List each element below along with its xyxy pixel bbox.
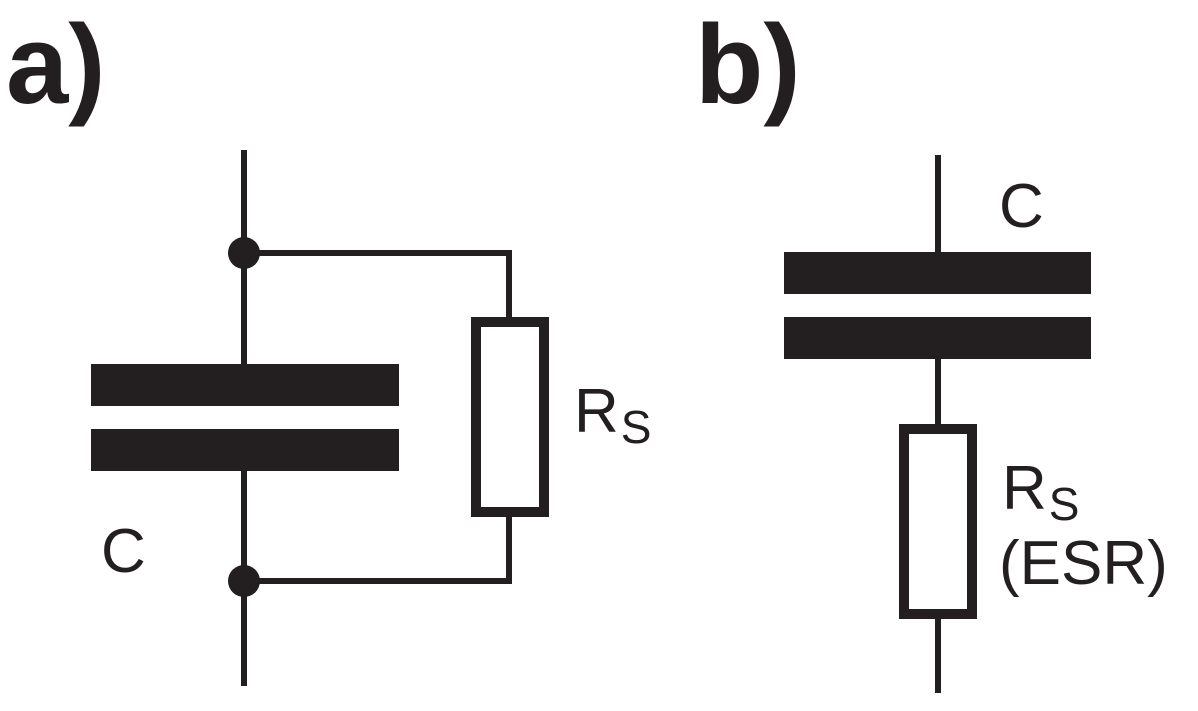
panel-b: b) C RS (ESR) xyxy=(695,2,1168,693)
capacitor-a-label: C xyxy=(101,517,146,586)
resistor-b-symbol: R xyxy=(1002,454,1047,523)
panel-b-label: b) xyxy=(695,2,801,127)
resistor-a xyxy=(471,317,549,517)
capacitor-b-plate-bottom xyxy=(784,317,1091,359)
resistor-b xyxy=(899,424,977,619)
panel-a-wires xyxy=(241,150,512,686)
capacitor-plate-bottom xyxy=(91,429,399,471)
wire-top-branch xyxy=(244,250,512,320)
panel-a-label: a) xyxy=(6,2,106,127)
capacitor-b xyxy=(784,252,1091,359)
capacitor-plate-top xyxy=(91,364,399,406)
resistor-b-subscript: S xyxy=(1049,478,1080,530)
resistor-a-subscript: S xyxy=(621,401,652,453)
junction-dot-top xyxy=(228,237,260,269)
capacitor-b-plate-top xyxy=(784,252,1091,294)
capacitor-b-label: C xyxy=(999,172,1044,241)
junction-dot-bottom xyxy=(228,565,260,597)
resistor-b-label: RS xyxy=(1002,454,1079,530)
resistor-b-note: (ESR) xyxy=(999,529,1168,598)
capacitor-a xyxy=(91,364,399,471)
resistor-a-symbol: R xyxy=(574,377,619,446)
wire-bottom-branch xyxy=(244,515,512,584)
resistor-a-label: RS xyxy=(574,377,651,453)
panel-a: a) C RS xyxy=(6,2,651,686)
